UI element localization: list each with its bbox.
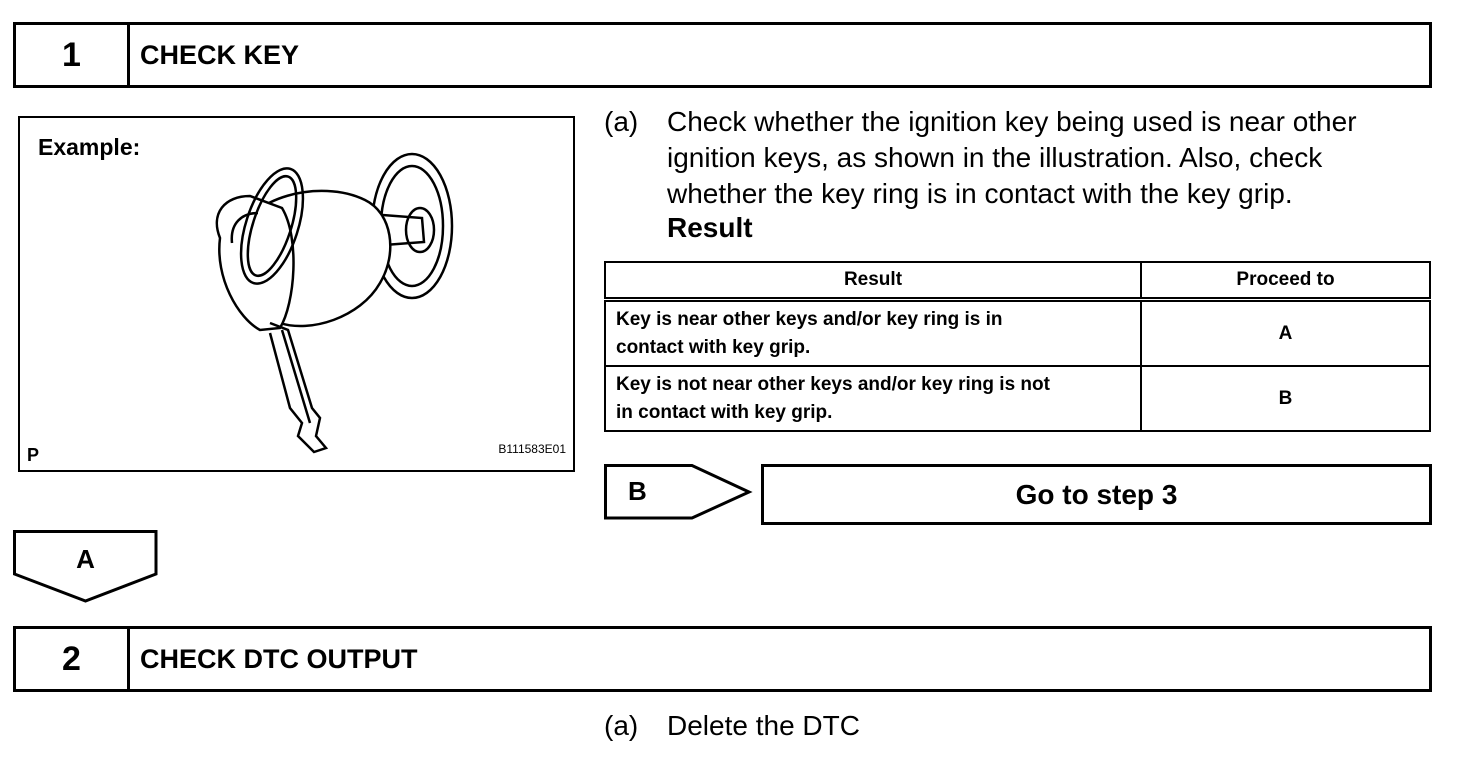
proceed-cell: A [1140, 298, 1431, 367]
corner-mark: P [27, 445, 40, 465]
instruction-line-2: ignition keys, as shown in the illustrat… [667, 142, 1323, 173]
item-label: (a) [604, 710, 639, 741]
result-line: in contact with key grip. [616, 401, 833, 423]
instruction-line: Delete the DTC [667, 710, 860, 741]
step-2-header: 2 CHECK DTC OUTPUT [13, 626, 1432, 692]
result-table: Result Proceed to Key is near other keys… [604, 261, 1431, 432]
figure-code: B111583E01 [498, 442, 566, 456]
column-header-result: Result [604, 261, 1142, 302]
result-line: Key is not near other keys and/or key ri… [616, 373, 1050, 395]
result-cell: Key is not near other keys and/or key ri… [604, 365, 1142, 432]
branch-a-label: A [76, 544, 95, 574]
branch-a-arrow: A [13, 530, 159, 609]
key-illustration: Example: P B111583E01 [18, 116, 575, 472]
result-heading: Result [667, 212, 753, 243]
step-title: CHECK KEY [140, 39, 300, 70]
branch-b-arrow: B [604, 464, 754, 527]
result-line: contact with key grip. [616, 336, 811, 358]
step-1-header: 1 CHECK KEY [13, 22, 1432, 88]
step-number: 1 [16, 25, 130, 85]
right-arrow-icon [604, 464, 753, 520]
column-header-proceed: Proceed to [1140, 261, 1431, 302]
instruction-line-1: Check whether the ignition key being use… [667, 106, 1357, 137]
table-row: Key is not near other keys and/or key ri… [604, 365, 1431, 432]
step-number: 2 [16, 629, 130, 689]
step-title: CHECK DTC OUTPUT [140, 643, 418, 674]
step-1-item-a: (a) Check whether the ignition key being… [604, 104, 1434, 214]
ignition-key-drawing [215, 152, 454, 454]
step-2-item-a: (a) Delete the DTC [604, 708, 1204, 746]
instruction-line-3: whether the key ring is in contact with … [667, 178, 1293, 209]
proceed-cell: B [1140, 365, 1431, 432]
down-arrow-icon [13, 530, 158, 603]
result-cell: Key is near other keys and/or key ring i… [604, 298, 1142, 367]
branch-b-label: B [628, 476, 647, 506]
table-row: Key is near other keys and/or key ring i… [604, 298, 1431, 367]
illustration-label: Example: [38, 134, 141, 160]
table-header-row: Result Proceed to [604, 261, 1431, 302]
goto-step-3-box: Go to step 3 [761, 464, 1432, 525]
item-label: (a) [604, 106, 639, 137]
result-line: Key is near other keys and/or key ring i… [616, 308, 1003, 330]
